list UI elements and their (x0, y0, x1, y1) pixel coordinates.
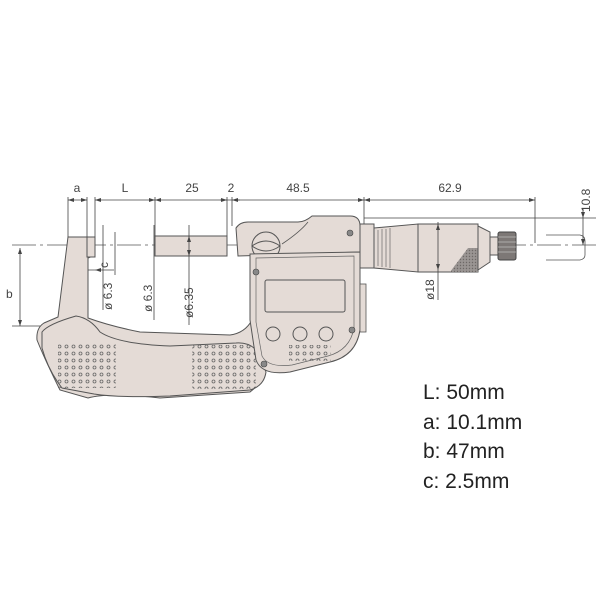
spec-a: a: 10.1mm (423, 410, 523, 434)
diameter-label-anvil: ø 6.3 (101, 282, 115, 310)
dim-label-b: b (6, 287, 13, 301)
screw-icon (260, 360, 268, 368)
button-middle[interactable] (292, 326, 308, 342)
dim-label-48-5: 48.5 (286, 181, 310, 195)
dim-label-c: c (97, 262, 111, 268)
button-left[interactable] (265, 326, 281, 342)
frame (36, 236, 267, 399)
spec-L: L: 50mm (423, 381, 505, 404)
anvil (86, 236, 96, 258)
grip-dots-right (192, 345, 256, 389)
dim-label-2: 2 (228, 181, 235, 195)
body-head (235, 215, 361, 261)
ratchet (497, 231, 517, 261)
spindle (154, 235, 228, 257)
thimble-assembly (359, 223, 586, 273)
screw-icon (346, 229, 354, 237)
dim-label-62-9: 62.9 (438, 181, 462, 195)
diameter-label-thimble: ø18 (423, 279, 437, 300)
dimension-lines (12, 197, 596, 327)
dim-label-L: L (122, 181, 129, 195)
arrowheads (18, 198, 585, 326)
diameter-label-spindle: ø6.35 (182, 287, 196, 318)
diameter-label-anvil-face: ø 6.3 (141, 284, 155, 312)
dim-label-25: 25 (185, 181, 199, 195)
display-dots (289, 345, 331, 361)
lcd-display (264, 279, 346, 313)
screw-icon (348, 326, 356, 334)
grip-dots-left (58, 344, 116, 388)
spec-b: b: 47mm (423, 440, 505, 463)
display-housing (249, 251, 367, 374)
screw-icon (252, 268, 260, 276)
dim-label-10-8: 10.8 (579, 188, 593, 212)
side-switch (359, 283, 367, 333)
spec-list: L: 50mm a: 10.1mm b: 47mm c: 2.5mm (423, 378, 522, 496)
dim-label-a: a (74, 181, 81, 195)
spec-c: c: 2.5mm (423, 469, 510, 493)
button-right[interactable] (318, 326, 334, 342)
sleeve (373, 223, 419, 273)
